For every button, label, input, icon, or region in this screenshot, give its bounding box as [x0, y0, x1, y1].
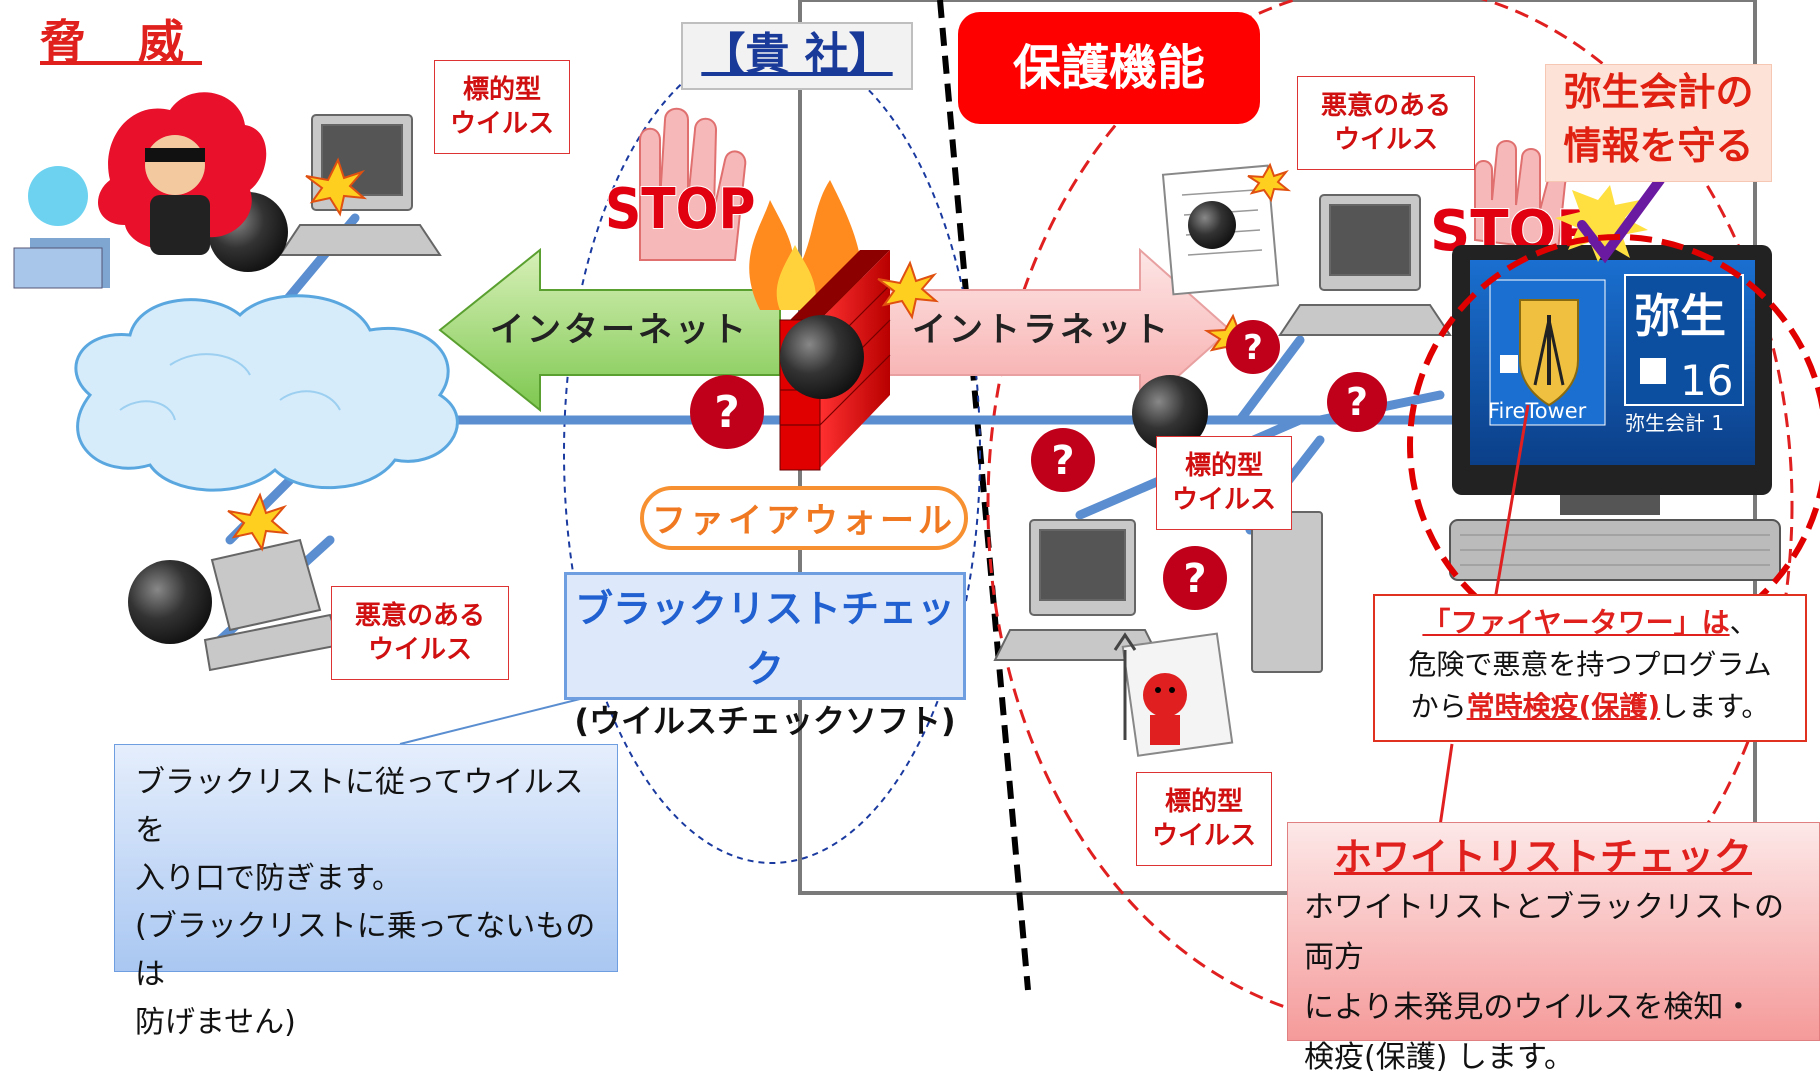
blacklist-note: ブラックリストに従ってウイルスを 入り口で防ぎます。 (ブラックリストに乗ってな…	[114, 744, 618, 1040]
internet-cloud	[74, 294, 459, 492]
whitelist-pointer	[1438, 743, 1454, 827]
firewall-label: ファイアウォール	[640, 486, 968, 550]
question-mark-icon: ? ? ? ? ?	[690, 320, 1387, 610]
devil-file-icon	[1113, 632, 1234, 757]
svg-text:?: ?	[1243, 328, 1263, 368]
stop-hand-icon	[639, 107, 1567, 261]
blacklist-zone-ellipse	[563, 42, 981, 864]
network-diagram: STOP STOP FireTower 弥生 16 弥生会計 1 ?	[13, 0, 1820, 1027]
blacklist-title: ブラックリストチェック	[574, 587, 955, 691]
malicious-virus-label: 悪意のあるウイルス	[331, 586, 509, 680]
malicious-virus-label: 悪意のあるウイルス	[1297, 76, 1475, 170]
firetower-pointer	[1493, 404, 1530, 601]
firetower-app-icon: FireTower	[1488, 279, 1606, 426]
whitelist-title: ホワイトリストチェック	[1334, 835, 1753, 879]
svg-text:STOP: STOP	[605, 176, 755, 241]
svg-text:16: 16	[1680, 356, 1733, 405]
threat-title: 脅 威	[40, 15, 203, 69]
blacklist-pointer	[399, 695, 593, 745]
hacker-illustration	[13, 92, 267, 289]
whitelist-check-box: ホワイトリストチェック ホワイトリストとブラックリストの両方 により未発見のウイ…	[1287, 822, 1820, 1075]
intranet-label: イントラネット	[912, 310, 1171, 350]
svg-text:弥生会計 1: 弥生会計 1	[1625, 411, 1724, 435]
company-label: 【貴 社】	[681, 22, 913, 90]
svg-text:?: ?	[714, 387, 740, 438]
yayoi-protect-label: 弥生会計の 情報を守る	[1545, 64, 1772, 182]
blacklist-subtitle: (ウイルスチェックソフト)	[574, 702, 956, 740]
targeted-virus-label: 標的型ウイルス	[1136, 772, 1272, 866]
svg-text:FireTower: FireTower	[1488, 399, 1587, 423]
targeted-virus-label: 標的型ウイルス	[434, 60, 570, 154]
protection-title: 保護機能	[958, 12, 1260, 124]
svg-text:弥生: 弥生	[1634, 289, 1726, 343]
separator-line	[937, 0, 1031, 991]
yayoi-app-icon: 弥生 16 弥生会計 1	[1624, 274, 1744, 435]
targeted-virus-label: 標的型ウイルス	[1156, 436, 1292, 530]
firetower-note: 「ファイヤータワー」は、 危険で悪意を持つプログラム から常時検疫(保護)します…	[1373, 594, 1807, 742]
svg-text:?: ?	[1051, 438, 1074, 484]
blacklist-check-box: ブラックリストチェック (ウイルスチェックソフト)	[564, 572, 966, 740]
svg-text:?: ?	[1183, 556, 1206, 602]
internet-label: インターネット	[490, 310, 749, 350]
svg-text:?: ?	[1346, 380, 1368, 424]
